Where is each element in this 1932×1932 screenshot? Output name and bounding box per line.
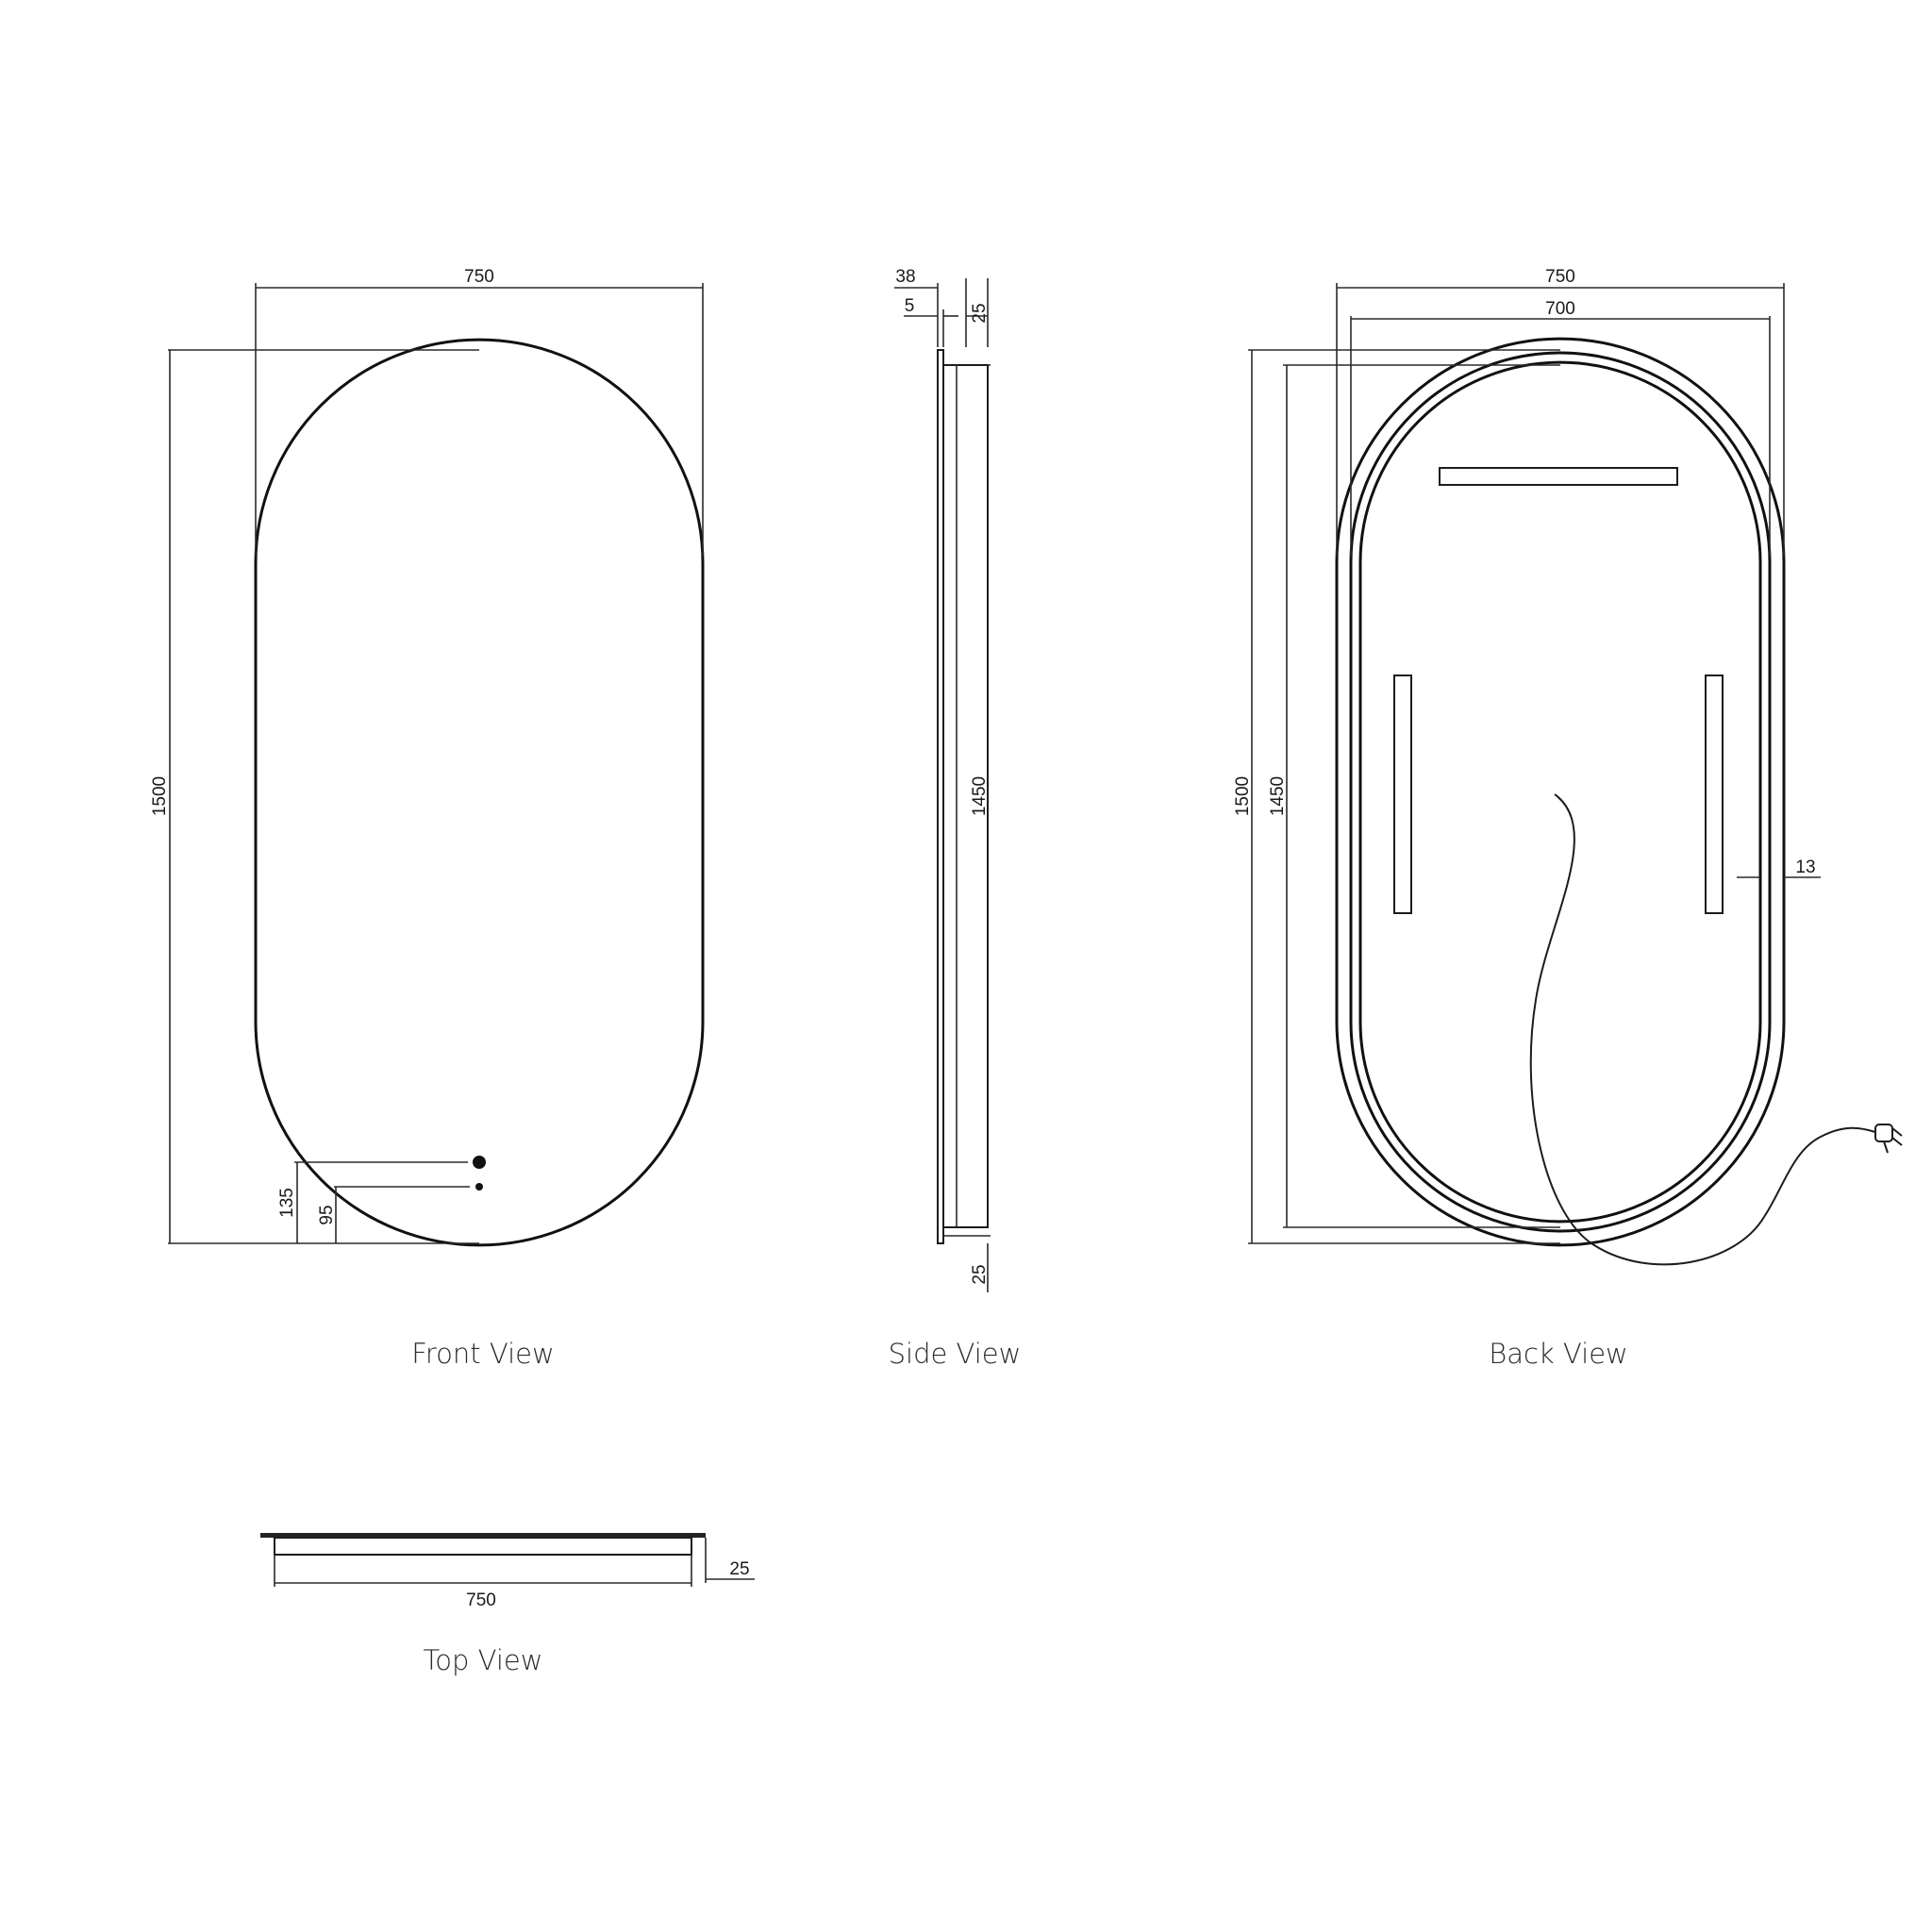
side-view-caption: Side View [889, 1338, 1022, 1370]
back-width-label: 750 [1545, 267, 1575, 287]
back-mirror-outline [1335, 337, 1786, 1247]
top-depth-label: 25 [729, 1559, 749, 1579]
back-frame-outer [1349, 351, 1772, 1233]
back-inner-width-label: 700 [1545, 299, 1575, 319]
side-frame-profile [942, 364, 989, 1228]
power-cable [1529, 793, 1876, 1266]
side-view: 38 5 25 1450 25 Side View [889, 267, 1022, 1370]
back-frame-inner [1358, 360, 1762, 1224]
back-inner-height-label: 1450 [1268, 776, 1288, 816]
top-frame-profile [274, 1537, 692, 1556]
led-strip-top [1439, 467, 1678, 486]
back-13-label: 13 [1795, 858, 1815, 877]
side-1450-label: 1450 [970, 776, 990, 816]
led-strip-right [1705, 675, 1724, 914]
front-view: 750 1500 135 95 Front View [150, 267, 705, 1370]
power-plug-icon [1874, 1124, 1903, 1154]
side-38-label: 38 [895, 267, 915, 287]
front-width-label: 750 [464, 267, 494, 287]
demister-sensor-button [475, 1183, 483, 1191]
side-25-top-label: 25 [970, 303, 990, 323]
touch-sensor-button [473, 1156, 486, 1169]
front-135-label: 135 [277, 1188, 297, 1218]
top-width-label: 750 [466, 1591, 496, 1610]
back-height-label: 1500 [1233, 776, 1253, 816]
top-view: 750 25 Top View [260, 1533, 755, 1676]
front-view-caption: Front View [411, 1338, 554, 1370]
front-95-label: 95 [317, 1205, 337, 1224]
front-mirror-outline [254, 338, 705, 1247]
front-height-label: 1500 [150, 776, 170, 816]
top-view-caption: Top View [424, 1644, 543, 1676]
side-25-bottom-label: 25 [970, 1264, 990, 1284]
top-glass-panel [260, 1533, 706, 1538]
back-view: 750 700 1500 1450 13 Back View [1233, 267, 1903, 1370]
led-strip-left [1393, 675, 1412, 914]
side-5-label: 5 [905, 296, 915, 316]
back-view-caption: Back View [1489, 1338, 1628, 1370]
